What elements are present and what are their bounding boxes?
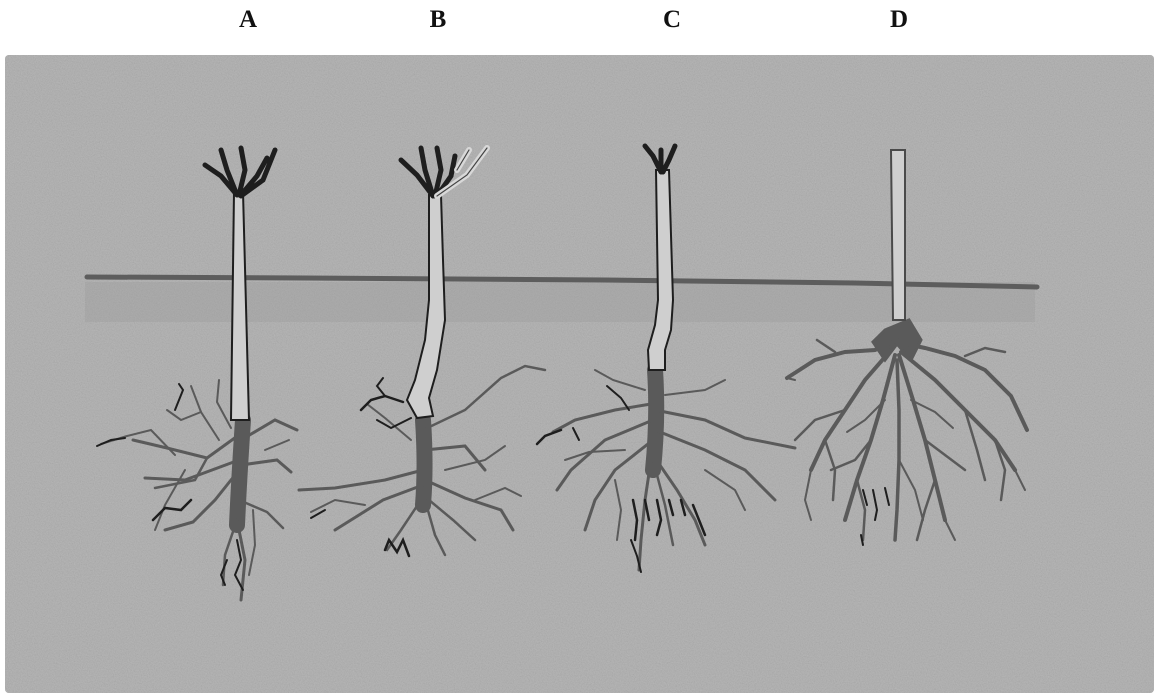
plant-d-stem [891,150,905,320]
speckle-texture [5,55,1154,693]
label-a: A [218,2,278,38]
label-d: D [869,2,929,38]
illustration-panel [5,55,1154,693]
roots-illustration [5,55,1154,693]
label-b: B [408,2,468,38]
label-c: C [642,2,702,38]
